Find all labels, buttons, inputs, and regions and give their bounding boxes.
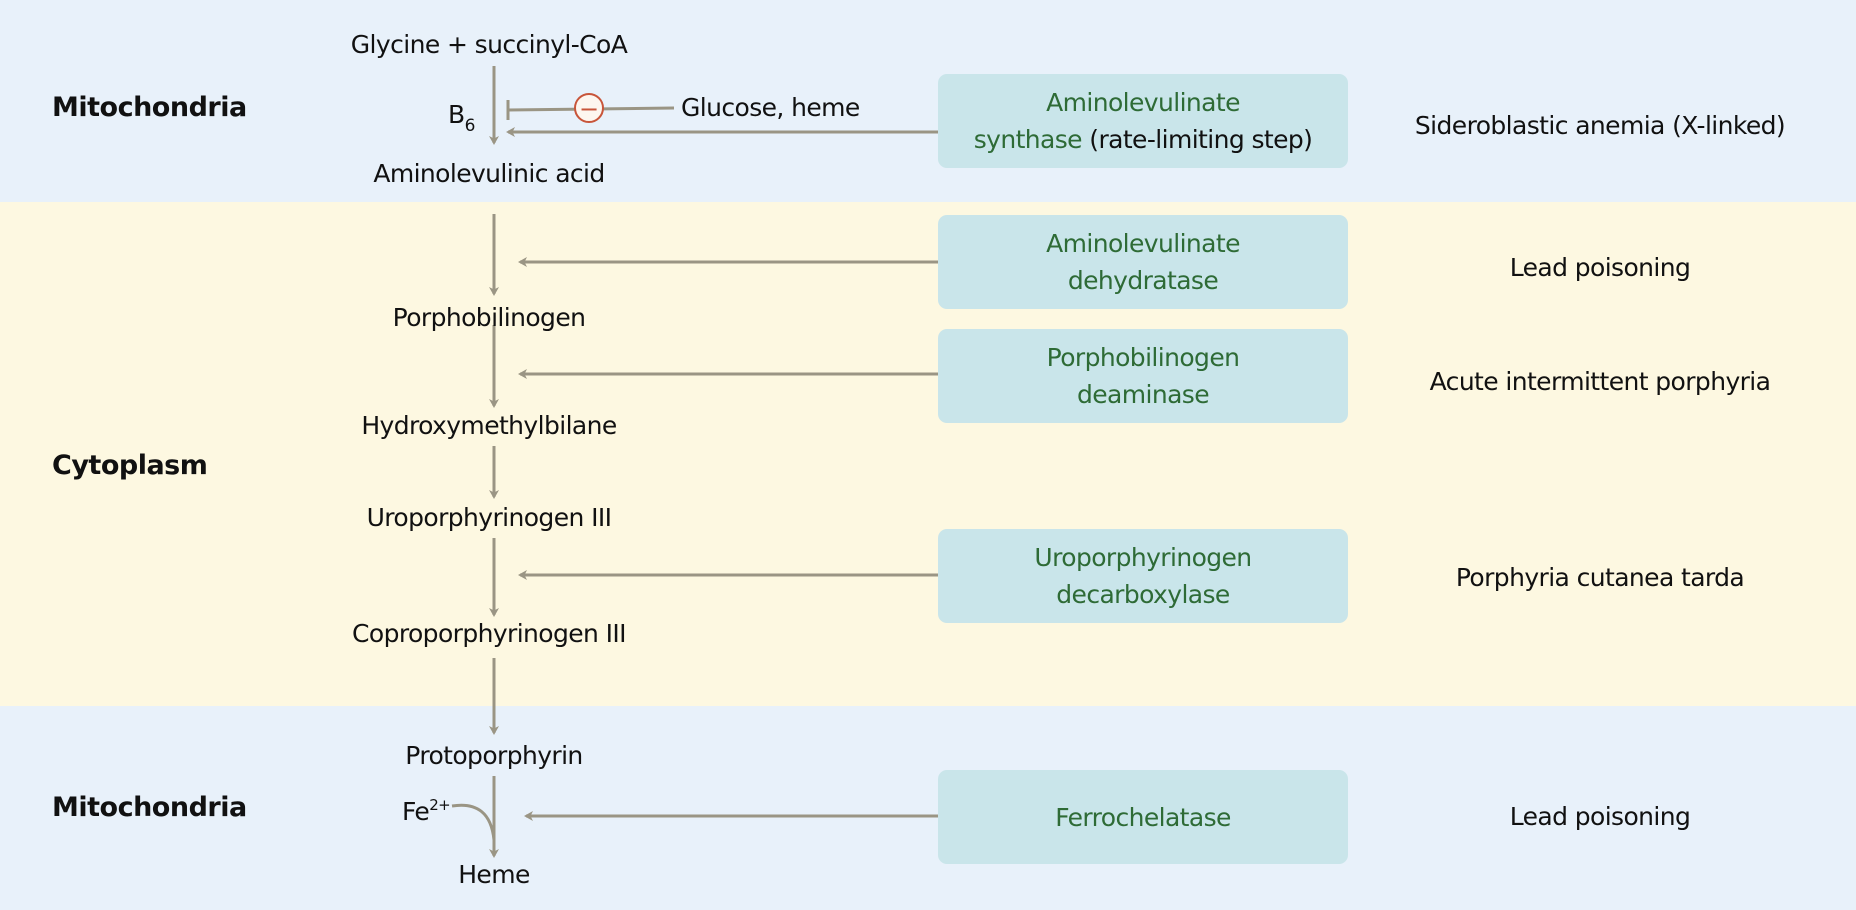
metabolite-heme: Heme — [458, 860, 530, 889]
compartment-label-mitochondria-bottom: Mitochondria — [52, 792, 247, 823]
metabolite-porphobilinogen: Porphobilinogen — [392, 303, 586, 332]
compartment-label-mitochondria-top: Mitochondria — [52, 92, 247, 123]
metabolite-hydroxymethylbilane: Hydroxymethylbilane — [361, 411, 617, 440]
enzyme-box-ferrochelatase: Ferrochelatase — [938, 770, 1348, 864]
enzyme-pbg-deaminase-line1: Porphobilinogen — [1046, 343, 1240, 372]
enzyme-ala-dehydratase-line1: Aminolevulinate — [1046, 229, 1240, 258]
rate-limiting-note: (rate-limiting step) — [1081, 125, 1313, 154]
enzyme-box-ala-dehydratase: Aminolevulinate dehydratase — [938, 215, 1348, 309]
enzyme-box-pbg-deaminase: Porphobilinogen deaminase — [938, 329, 1348, 423]
metabolite-glycine-succinyl-coa: Glycine + succinyl-CoA — [350, 30, 628, 59]
enzyme-ala-dehydratase-line2: dehydratase — [1067, 266, 1219, 295]
mitochondria-band-top — [0, 0, 1856, 202]
arrow-fe-join — [451, 803, 496, 841]
cytoplasm-band — [0, 202, 1856, 706]
metabolite-coproporphyrinogen-iii: Coproporphyrinogen III — [352, 619, 627, 648]
inhibitors-glucose-heme: Glucose, heme — [681, 93, 860, 122]
inhibition-symbol: − — [579, 95, 599, 123]
metabolite-aminolevulinic-acid: Aminolevulinic acid — [373, 159, 605, 188]
compartment-label-cytoplasm: Cytoplasm — [52, 450, 208, 481]
cofactor-b6-base: B — [448, 100, 465, 129]
enzyme-ferrochelatase: Ferrochelatase — [1055, 802, 1231, 832]
mitochondria-band-bottom — [0, 706, 1856, 910]
enzyme-uro-decarboxylase-line1: Uroporphyrinogen — [1034, 543, 1252, 572]
enzyme-ala-synthase-name: synthase — [973, 125, 1083, 154]
cofactor-b6: B6 — [448, 99, 475, 142]
inhibition-circle — [574, 93, 604, 123]
enzyme-box-uro-decarboxylase: Uroporphyrinogen decarboxylase — [938, 529, 1348, 623]
disease-porphyria-cutanea-tarda: Porphyria cutanea tarda — [1455, 563, 1745, 592]
enzyme-pbg-deaminase-line2: deaminase — [1076, 380, 1210, 409]
metabolite-protoporphyrin: Protoporphyrin — [405, 741, 583, 770]
enzyme-uro-decarboxylase-line2: decarboxylase — [1056, 580, 1230, 609]
cofactor-fe-base: Fe — [402, 797, 430, 826]
disease-sideroblastic-anemia: Sideroblastic anemia (X-linked) — [1414, 111, 1786, 140]
disease-lead-poisoning-alad: Lead poisoning — [1509, 253, 1691, 282]
disease-acute-intermittent-porphyria: Acute intermittent porphyria — [1429, 367, 1771, 396]
cofactor-b6-subscript: 6 — [464, 116, 476, 136]
cofactor-fe2: Fe2+ — [402, 789, 451, 828]
cofactor-fe-superscript: 2+ — [429, 796, 451, 814]
enzyme-ala-synthase-line1: Aminolevulinate — [1046, 88, 1240, 117]
metabolite-uroporphyrinogen-iii: Uroporphyrinogen III — [366, 503, 612, 532]
enzyme-box-ala-synthase: Aminolevulinate synthase (rate-limiting … — [938, 74, 1348, 168]
disease-lead-poisoning-fech: Lead poisoning — [1509, 802, 1691, 831]
enzyme-ala-synthase-line2: synthase (rate-limiting step) — [974, 121, 1313, 158]
